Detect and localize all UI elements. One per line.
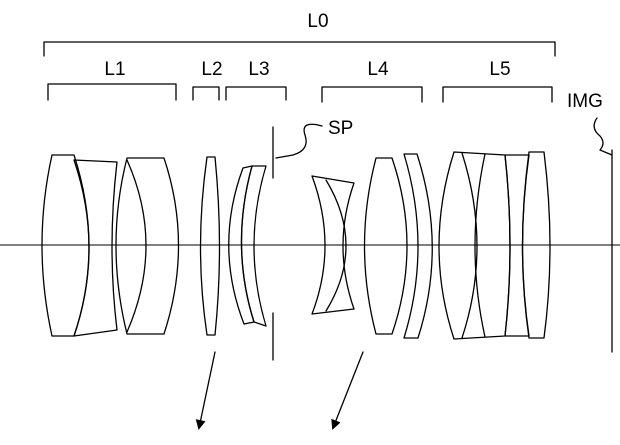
lens-element xyxy=(363,157,408,335)
bracket-l1: L1 xyxy=(47,59,177,101)
bracket-l0: L0 xyxy=(43,11,556,57)
lens-group-l3 xyxy=(228,165,267,327)
focus-arrow-l2 xyxy=(195,351,216,430)
label-l2: L2 xyxy=(201,59,222,80)
bracket-l5: L5 xyxy=(442,59,553,103)
label-l5: L5 xyxy=(489,59,510,80)
label-img: IMG xyxy=(567,91,603,112)
lens-element xyxy=(403,153,433,339)
lens-group-l5 xyxy=(438,151,551,340)
lens-element xyxy=(73,159,118,337)
bracket-l2: L2 xyxy=(192,59,223,101)
label-sp: SP xyxy=(328,118,353,139)
lens-element xyxy=(240,165,267,327)
label-l3: L3 xyxy=(248,59,269,80)
label-l4: L4 xyxy=(367,59,389,80)
lens-group-l4 xyxy=(311,153,433,339)
label-l1: L1 xyxy=(104,59,125,80)
lens-element xyxy=(115,157,180,335)
focus-arrow-l4 xyxy=(331,351,364,430)
bracket-l4: L4 xyxy=(321,59,423,103)
bracket-l3: L3 xyxy=(225,59,287,101)
label-l0: L0 xyxy=(307,11,328,32)
img-leader xyxy=(593,117,613,156)
lens-element xyxy=(521,151,551,339)
lens-element xyxy=(311,175,355,315)
lens-group-l1 xyxy=(41,154,180,337)
lens-group-l2 xyxy=(199,156,221,336)
sp-leader xyxy=(275,123,323,159)
lens-element xyxy=(199,156,221,336)
